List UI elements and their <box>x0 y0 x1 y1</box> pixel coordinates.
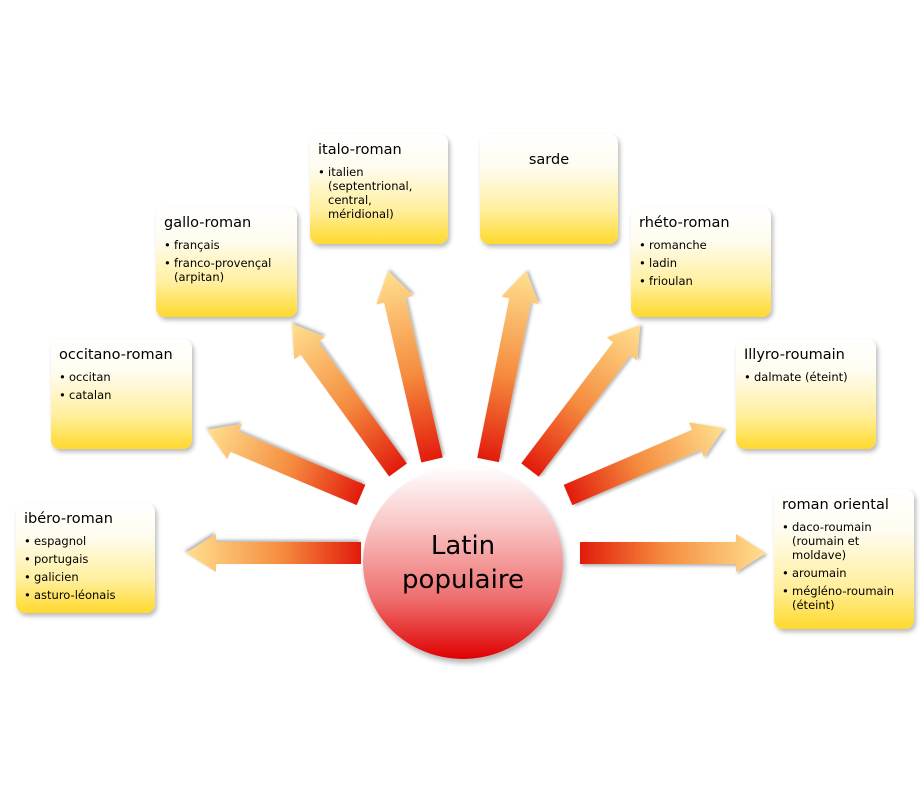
branch-list: espagnol portugais galicien asturo-léona… <box>24 534 147 602</box>
branch-title: sarde <box>528 152 570 168</box>
arrow-to-rheto-roman <box>521 325 641 477</box>
list-item: italien (septentrional, central, méridio… <box>318 165 440 221</box>
list-item: daco-roumain (roumain et moldave) <box>782 520 906 562</box>
list-item: portugais <box>24 552 147 566</box>
branch-list: romanche ladin frioulan <box>639 238 763 288</box>
center-label: Latin populaire <box>402 530 524 595</box>
list-item: aroumain <box>782 566 906 580</box>
branch-list: italien (septentrional, central, méridio… <box>318 165 440 221</box>
list-item: franco-provençal (arpitan) <box>164 256 289 284</box>
arrow-to-sarde <box>477 271 539 463</box>
branch-list: occitan catalan <box>59 370 184 402</box>
branch-title: occitano-roman <box>59 347 173 363</box>
list-item: galicien <box>24 570 147 584</box>
branch-box-rheto-roman: rhéto-roman romanche ladin frioulan <box>631 207 771 317</box>
branch-title: gallo-roman <box>164 215 252 231</box>
branch-box-occitano-roman: occitano-roman occitan catalan <box>51 339 192 449</box>
branch-title: roman oriental <box>782 497 889 513</box>
branch-box-ibero-roman: ibéro-roman espagnol portugais galicien … <box>16 503 155 613</box>
list-item: catalan <box>59 388 184 402</box>
arrow-to-roman-oriental <box>580 534 766 572</box>
branch-title: italo-roman <box>318 142 402 158</box>
branch-list: dalmate (éteint) <box>744 370 868 384</box>
branch-list: daco-roumain (roumain et moldave) arouma… <box>782 520 906 612</box>
branch-box-roman-oriental: roman oriental daco-roumain (roumain et … <box>774 489 914 629</box>
arrow-to-gallo-roman <box>292 323 407 477</box>
list-item: asturo-léonais <box>24 588 147 602</box>
branch-box-sarde: sarde <box>480 134 618 244</box>
arrow-to-illyro-roumain <box>563 422 724 506</box>
branch-box-gallo-roman: gallo-roman français franco-provençal (a… <box>156 207 297 317</box>
arrow-to-italo-roman <box>376 270 443 463</box>
branch-list: français franco-provençal (arpitan) <box>164 238 289 284</box>
branch-box-italo-roman: italo-roman italien (septentrional, cent… <box>310 134 448 244</box>
list-item: romanche <box>639 238 763 252</box>
list-item: ladin <box>639 256 763 270</box>
list-item: dalmate (éteint) <box>744 370 868 384</box>
arrow-to-ibero-roman <box>186 534 361 572</box>
list-item: espagnol <box>24 534 147 548</box>
arrow-to-occitano-roman <box>207 424 366 506</box>
list-item: occitan <box>59 370 184 384</box>
branch-title: ibéro-roman <box>24 511 113 527</box>
list-item: frioulan <box>639 274 763 288</box>
list-item: français <box>164 238 289 252</box>
list-item: mégléno-roumain (éteint) <box>782 584 906 612</box>
branch-title: rhéto-roman <box>639 215 730 231</box>
branch-title: Illyro-roumain <box>744 347 845 363</box>
branch-box-illyro-roumain: Illyro-roumain dalmate (éteint) <box>736 339 876 449</box>
center-node-latin-populaire: Latin populaire <box>363 466 563 659</box>
